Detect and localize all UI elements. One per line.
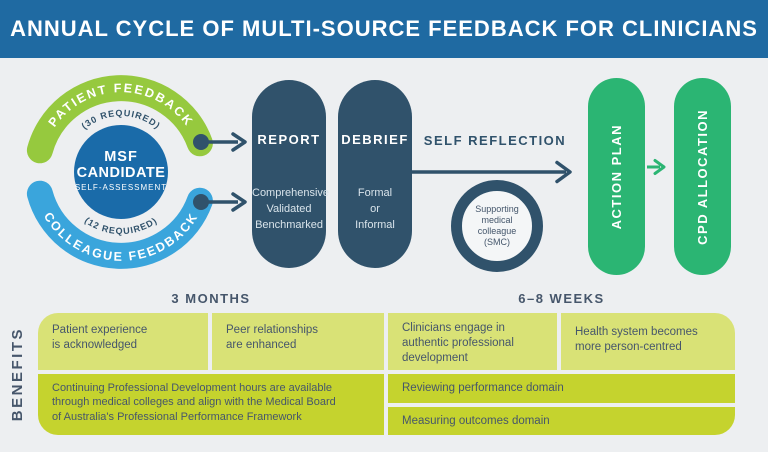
msf-candidate-circle [74, 125, 168, 219]
patient-arrow-head [231, 132, 247, 152]
action-plan-label: ACTION PLAN [609, 123, 624, 230]
benefits-axis-label: BENEFITS [8, 326, 26, 422]
msf-candidate-line3: SELF-ASSESSMENT [75, 183, 167, 192]
cycle-diagram: PATIENT FEEDBACK (30 REQUIRED) COLLEAGUE… [26, 75, 666, 269]
benefit-cell-reviewing-performance: Reviewing performance domain [388, 374, 735, 403]
page-title: ANNUAL CYCLE OF MULTI-SOURCE FEEDBACK FO… [10, 16, 758, 41]
cpd-allocation-label: CPD ALLOCATION [695, 108, 710, 245]
cpd-allocation-pill: CPD ALLOCATION [674, 78, 731, 275]
benefit-cell-measuring-outcomes: Measuring outcomes domain [388, 407, 735, 435]
action-plan-pill: ACTION PLAN [588, 78, 645, 275]
patient-arrow-dot [193, 134, 209, 150]
action-to-cpd-arrow-head [653, 159, 666, 175]
benefit-cell-health-system: Health system becomes more person-centre… [561, 313, 735, 370]
debrief-detail: Formal or Informal [355, 187, 395, 231]
colleague-arrow-head [231, 192, 247, 212]
colleague-arrow-dot [193, 194, 209, 210]
benefit-cell-peer-relationships: Peer relationships are enhanced [212, 313, 384, 370]
benefit-cell-cpd-hours: Continuing Professional Development hour… [38, 374, 384, 435]
msf-candidate-line1: MSF [104, 149, 138, 165]
debrief-title: DEBRIEF [341, 132, 409, 147]
debrief-pill: DEBRIEF Formal or Informal [338, 80, 412, 268]
report-detail: Comprehensive Validated Benchmarked [252, 187, 330, 231]
benefit-cell-clinicians-engage: Clinicians engage in authentic professio… [388, 313, 557, 370]
timeline-6-8-weeks: 6–8 WEEKS [518, 291, 605, 306]
self-reflection-arrow-head [555, 160, 572, 184]
patient-feedback-arc [26, 75, 213, 164]
smc-label: Supporting medical colleague (SMC) [475, 203, 519, 248]
self-reflection-label: SELF REFLECTION [423, 133, 567, 148]
timeline-3-months: 3 MONTHS [171, 291, 251, 306]
smc-circle: Supporting medical colleague (SMC) [451, 180, 543, 272]
colleague-feedback-arc [26, 180, 213, 269]
benefit-cell-patient-experience: Patient experience is acknowledged [38, 313, 208, 370]
header-bar: ANNUAL CYCLE OF MULTI-SOURCE FEEDBACK FO… [0, 0, 768, 58]
report-title: REPORT [257, 132, 321, 147]
msf-candidate-line2: CANDIDATE [77, 165, 166, 181]
report-pill: REPORT Comprehensive Validated Benchmark… [252, 80, 330, 268]
